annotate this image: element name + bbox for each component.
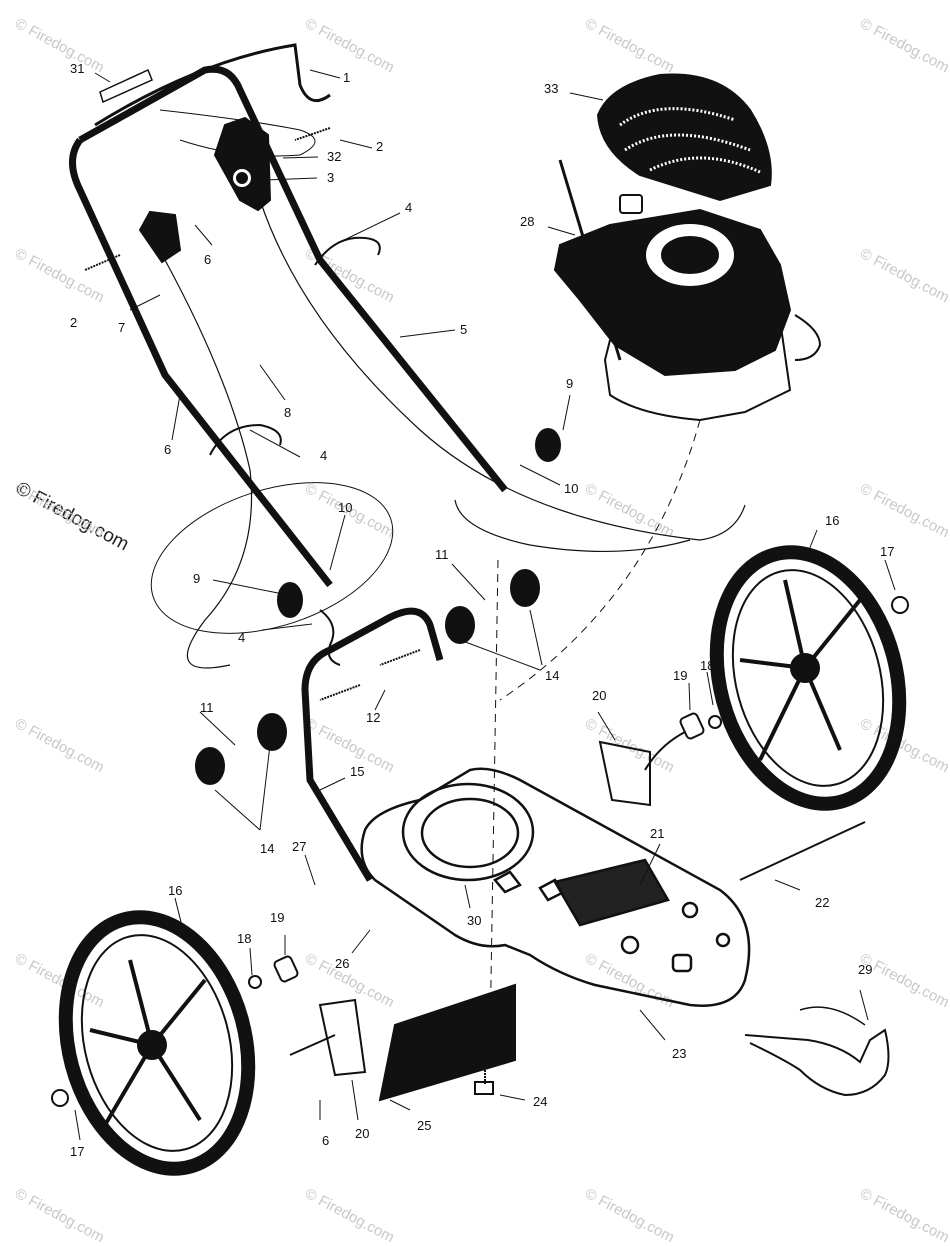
callout-number: 14 bbox=[545, 668, 559, 683]
callout-number: 16 bbox=[168, 883, 182, 898]
upper-handle bbox=[69, 43, 508, 588]
callout-number: 11 bbox=[200, 700, 214, 715]
callout-number: 18 bbox=[237, 931, 251, 946]
callout-number: 19 bbox=[270, 910, 284, 925]
callout-number: 33 bbox=[544, 81, 558, 96]
decal bbox=[99, 68, 153, 104]
callout-number: 6 bbox=[322, 1133, 329, 1148]
control-cables bbox=[164, 199, 746, 669]
callout-number: 29 bbox=[858, 962, 872, 977]
callout-number: 24 bbox=[533, 1094, 547, 1109]
handle-bracket bbox=[213, 116, 272, 212]
callout-number: 30 bbox=[467, 913, 481, 928]
callout-number: 4 bbox=[405, 200, 412, 215]
engine bbox=[553, 159, 822, 422]
callout-number: 16 bbox=[825, 513, 839, 528]
callout-number: 22 bbox=[815, 895, 829, 910]
callout-number: 7 bbox=[118, 320, 125, 335]
callout-number: 27 bbox=[292, 839, 306, 854]
wheel-left bbox=[58, 910, 256, 1176]
air-filter-cover bbox=[596, 73, 772, 202]
callout-number: 28 bbox=[520, 214, 534, 229]
callout-number: 10 bbox=[338, 500, 352, 515]
callout-number: 3 bbox=[327, 170, 334, 185]
callout-number: 23 bbox=[672, 1046, 686, 1061]
callout-number: 32 bbox=[327, 149, 341, 164]
throttle-control bbox=[138, 210, 182, 264]
callout-number: 12 bbox=[366, 710, 380, 725]
callout-number: 25 bbox=[417, 1118, 431, 1133]
callout-number: 18 bbox=[700, 658, 714, 673]
debris-shield bbox=[378, 983, 516, 1102]
callout-number: 20 bbox=[355, 1126, 369, 1141]
axle-hardware bbox=[51, 596, 909, 1107]
callout-number: 26 bbox=[335, 956, 349, 971]
callout-number: 17 bbox=[880, 544, 894, 559]
callout-number: 6 bbox=[204, 252, 211, 267]
leader-lines bbox=[74, 69, 896, 1141]
callout-number: 9 bbox=[566, 376, 573, 391]
callout-number: 9 bbox=[193, 571, 200, 586]
height-adjusters bbox=[150, 428, 561, 785]
trimmer-deck bbox=[360, 767, 751, 1007]
callout-number: 8 bbox=[284, 405, 291, 420]
callout-number: 15 bbox=[350, 764, 364, 779]
callout-number: 2 bbox=[70, 315, 77, 330]
callout-number: 11 bbox=[435, 547, 449, 562]
callout-labels: 1223444566678991010111112141415161617171… bbox=[70, 61, 894, 1159]
wheel-right bbox=[709, 545, 907, 811]
callout-number: 14 bbox=[260, 841, 274, 856]
cable-clips bbox=[209, 236, 381, 666]
callout-number: 4 bbox=[320, 448, 327, 463]
callout-number: 31 bbox=[70, 61, 84, 76]
callout-number: 1 bbox=[343, 70, 350, 85]
exploded-parts-diagram: 1223444566678991010111112141415161617171… bbox=[51, 43, 909, 1176]
safety-glasses bbox=[744, 1006, 890, 1097]
callout-number: 20 bbox=[592, 688, 606, 703]
callout-number: 21 bbox=[650, 826, 664, 841]
lower-handle bbox=[301, 607, 444, 882]
callout-number: 10 bbox=[564, 481, 578, 496]
callout-number: 17 bbox=[70, 1144, 84, 1159]
callout-number: 5 bbox=[460, 322, 467, 337]
callout-number: 19 bbox=[673, 668, 687, 683]
callout-number: 6 bbox=[164, 442, 171, 457]
callout-number: 4 bbox=[238, 630, 245, 645]
callout-number: 2 bbox=[376, 139, 383, 154]
